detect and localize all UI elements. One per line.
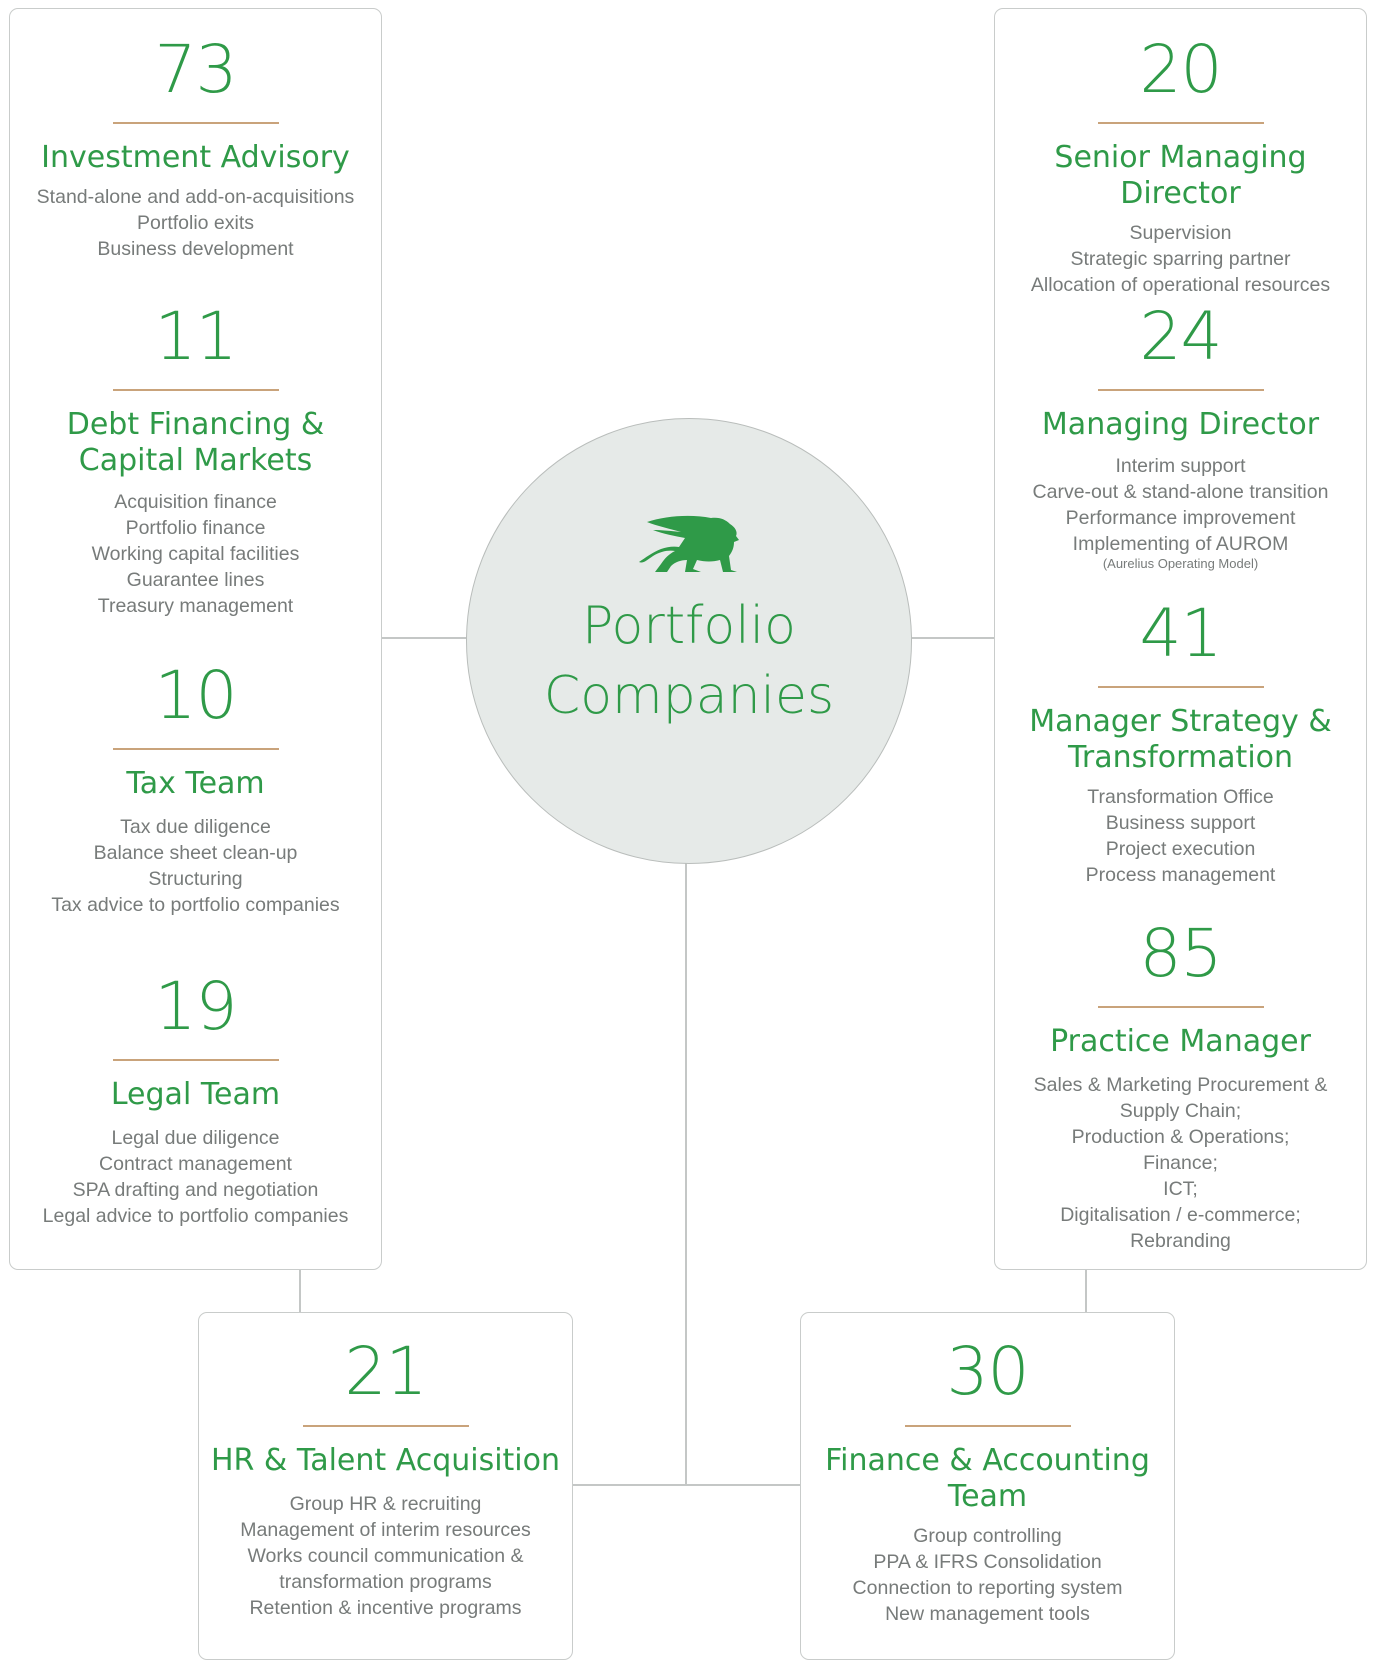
- portfolio-companies-circle: Portfolio Companies: [466, 418, 912, 864]
- team-title: Investment Advisory: [41, 139, 350, 175]
- team-title: Legal Team: [110, 1076, 281, 1112]
- team-title: Managing Director: [1041, 406, 1320, 442]
- team-size-number: 30: [946, 1333, 1030, 1410]
- team-size-number: 11: [154, 298, 238, 375]
- connector-left-to-center: [381, 637, 467, 639]
- team-title: Senior Managing Director: [1054, 139, 1307, 211]
- connector-bottom-horizontal: [572, 1484, 801, 1486]
- team-title: HR & Talent Acquisition: [210, 1442, 561, 1478]
- manager-strategy-section: 41 Manager Strategy &Transformation Tran…: [995, 599, 1366, 888]
- team-title: Manager Strategy &Transformation: [1029, 703, 1332, 775]
- divider-rule: [112, 748, 279, 750]
- divider-rule: [112, 122, 279, 124]
- practice-manager-section: 85 Practice Manager Sales & Marketing Pr…: [995, 919, 1366, 1254]
- divider-rule: [1097, 122, 1264, 124]
- hr-talent-box: 21 HR & Talent Acquisition Group HR & re…: [198, 1312, 573, 1660]
- connector-center-down: [685, 863, 687, 1485]
- winged-lion-icon: [639, 515, 739, 572]
- divider-rule: [904, 1425, 1071, 1427]
- divider-rule: [112, 1059, 279, 1061]
- hr-talent-section: 21 HR & Talent Acquisition Group HR & re…: [199, 1337, 572, 1621]
- divider-rule: [112, 389, 279, 391]
- divider-rule: [1097, 1006, 1264, 1008]
- divider-rule: [302, 1425, 469, 1427]
- team-title: Tax Team: [126, 765, 265, 801]
- investment-advisory-section: 73 Investment Advisory Stand-alone and a…: [10, 35, 381, 262]
- connector-right-box-down: [1085, 1269, 1087, 1313]
- aurom-note: (Aurelius Operating Model): [1102, 555, 1259, 571]
- divider-rule: [1097, 389, 1264, 391]
- team-title: Practice Manager: [1050, 1023, 1311, 1059]
- team-size-number: 85: [1139, 915, 1223, 992]
- team-size-number: 19: [154, 968, 238, 1045]
- portfolio-companies-label: Portfolio Companies: [543, 596, 835, 726]
- team-size-number: 24: [1139, 298, 1223, 375]
- connector-left-box-down: [299, 1269, 301, 1313]
- divider-rule: [1097, 686, 1264, 688]
- team-title: Debt Financing &Capital Markets: [66, 406, 325, 478]
- team-size-number: 21: [344, 1333, 428, 1410]
- debt-financing-section: 11 Debt Financing &Capital Markets Acqui…: [10, 302, 381, 619]
- team-size-number: 73: [154, 31, 238, 108]
- connector-center-to-right: [911, 637, 995, 639]
- team-size-number: 10: [154, 657, 238, 734]
- left-team-box: 73 Investment Advisory Stand-alone and a…: [9, 8, 382, 1270]
- team-size-number: 41: [1139, 595, 1223, 672]
- team-size-number: 20: [1139, 31, 1223, 108]
- team-items: Sales & Marketing Procurement &Supply Ch…: [1033, 1073, 1328, 1252]
